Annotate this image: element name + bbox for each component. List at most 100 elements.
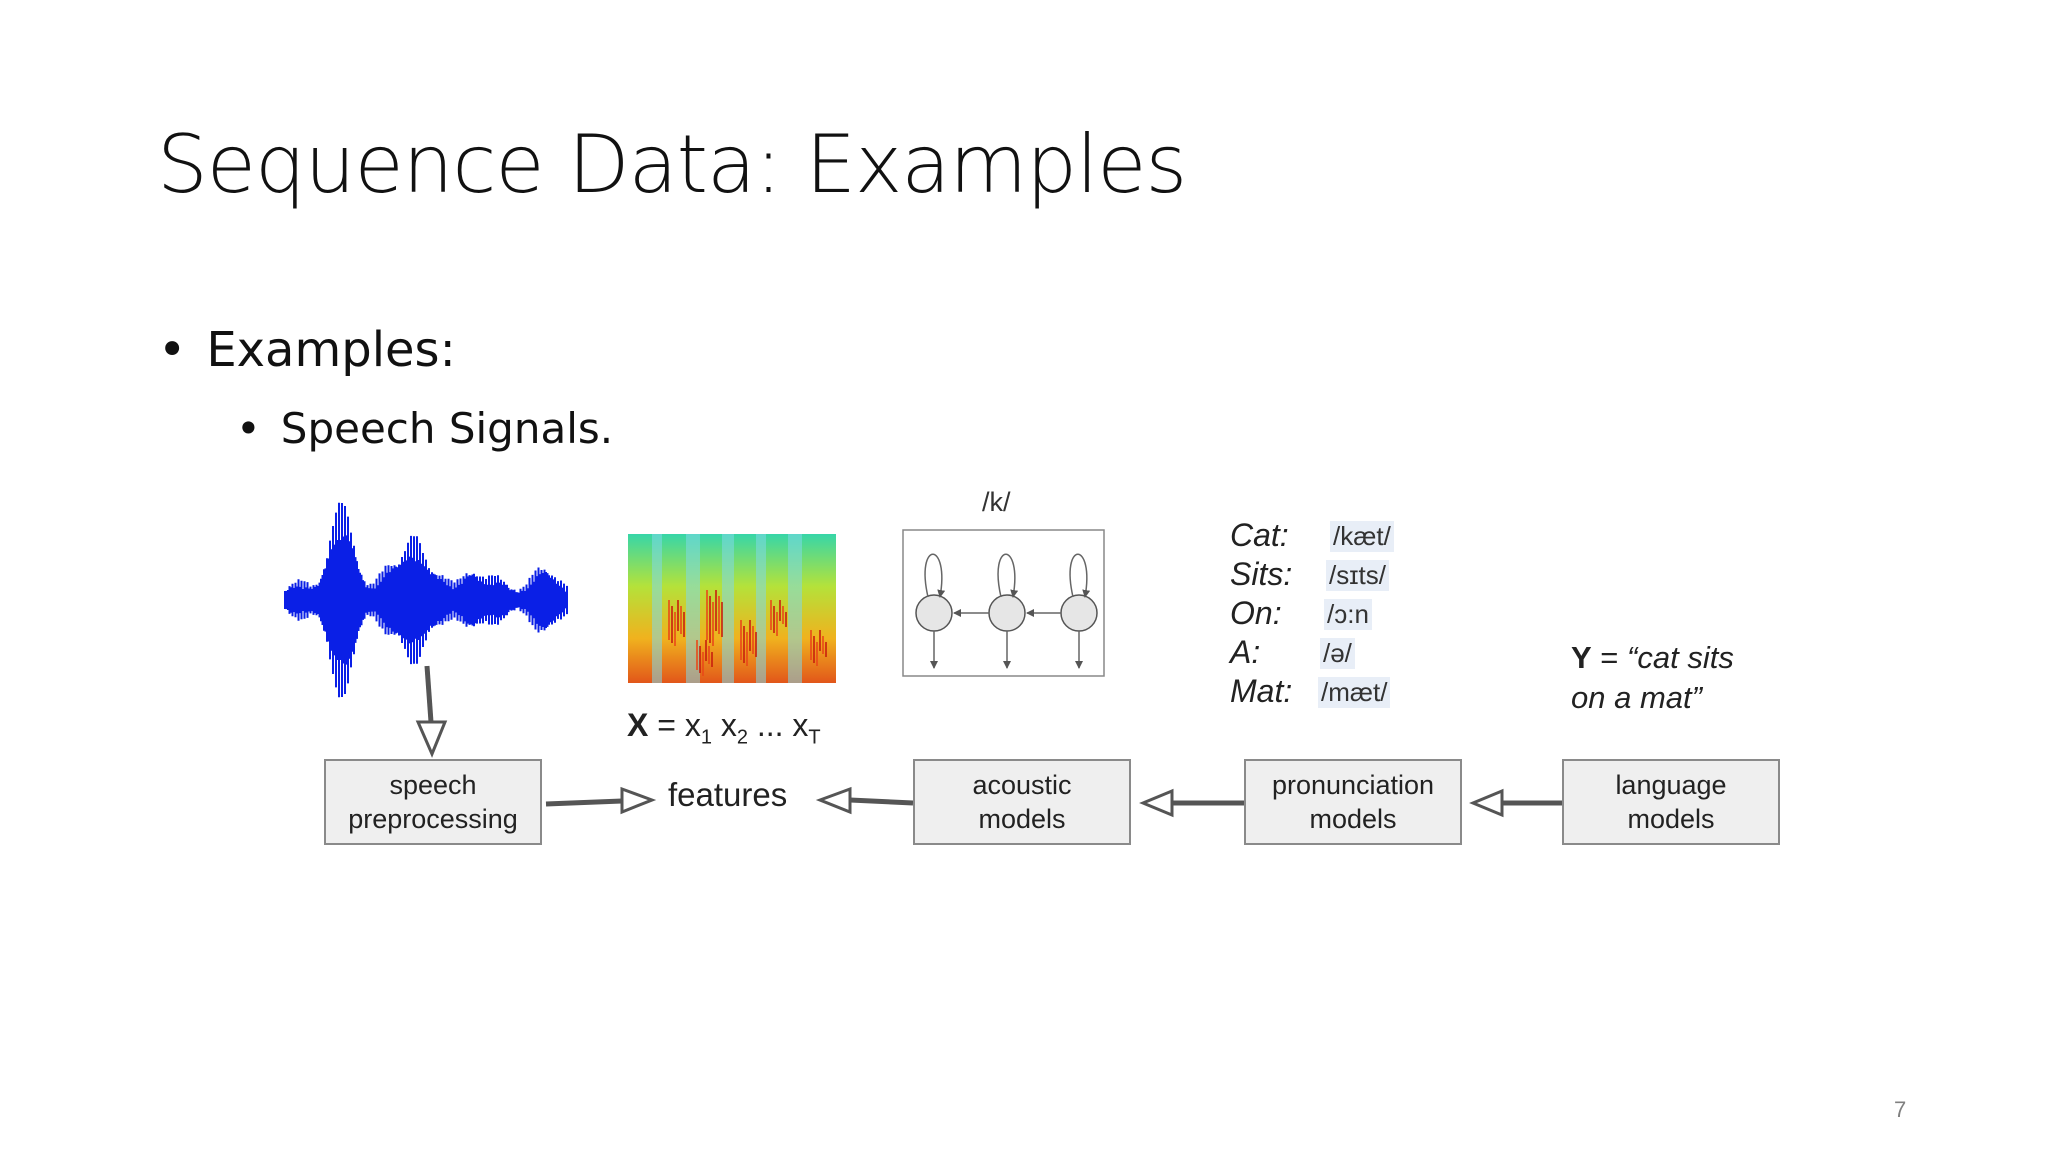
spectrogram-streak bbox=[746, 632, 748, 666]
spectrogram-streak bbox=[718, 596, 720, 634]
acoustic-models-box: acoustic models bbox=[913, 759, 1131, 845]
x-sub-1: 1 bbox=[700, 726, 712, 749]
box-label: models bbox=[1627, 804, 1715, 834]
spectrogram-streak bbox=[740, 620, 742, 660]
x-2: x bbox=[711, 707, 737, 743]
hmm-state bbox=[915, 594, 953, 632]
bullet-examples-text: Examples: bbox=[206, 322, 456, 378]
spectrogram-streak bbox=[819, 630, 821, 651]
spectrogram-streak bbox=[706, 590, 708, 640]
box-label: pronunciation bbox=[1271, 770, 1435, 800]
features-label: features bbox=[668, 776, 788, 813]
lexicon-word: Cat: bbox=[1230, 517, 1289, 553]
lexicon-word: On: bbox=[1230, 595, 1282, 631]
lexicon-word: A: bbox=[1230, 634, 1261, 670]
spectrogram-streak bbox=[715, 590, 717, 631]
bullet-dot: • bbox=[158, 322, 187, 378]
slide-title: Sequence Data: Examples bbox=[157, 118, 1187, 211]
lexicon-row: Cat: /kæt/ bbox=[1230, 517, 1400, 556]
spectrogram-streak bbox=[671, 606, 673, 643]
spectrogram-streak bbox=[708, 646, 710, 664]
spectrogram-streak bbox=[709, 596, 711, 643]
pronunciation-models-box: pronunciation models bbox=[1244, 759, 1462, 845]
hmm-state bbox=[988, 594, 1026, 632]
spectrogram-streak bbox=[770, 600, 772, 630]
spectrogram-streak bbox=[752, 626, 754, 654]
lexicon-row: A: /ə/ bbox=[1230, 634, 1400, 673]
box-label: models bbox=[1309, 804, 1397, 834]
bullet-examples: • Examples: bbox=[158, 322, 456, 378]
speech-preprocessing-box: speech preprocessing bbox=[324, 759, 542, 845]
lexicon-row: Mat: /mæt/ bbox=[1230, 673, 1400, 712]
y-text-line2: on a mat” bbox=[1571, 680, 1702, 715]
box-label: models bbox=[978, 804, 1066, 834]
spectrogram-streak bbox=[825, 642, 827, 657]
y-symbol: Y bbox=[1571, 640, 1592, 675]
lexicon-phonemes: /kæt/ bbox=[1330, 521, 1394, 552]
x-sub-2: 2 bbox=[736, 726, 748, 749]
spectrogram-streak bbox=[816, 642, 818, 666]
lexicon-row: Sits: /sɪts/ bbox=[1230, 556, 1400, 595]
x-sub-t: T bbox=[808, 726, 821, 749]
lexicon: Cat: /kæt/ Sits: /sɪts/ On: /ɔ:n A: /ə/ Mat:… bbox=[1230, 517, 1400, 712]
spectrogram bbox=[628, 534, 836, 683]
x-dots: ... x bbox=[747, 707, 809, 743]
spectrogram-streak bbox=[773, 606, 775, 633]
lexicon-word: Mat: bbox=[1230, 673, 1293, 709]
spectrogram-streak bbox=[668, 600, 670, 640]
arrow-preprocessing-to-features bbox=[545, 798, 623, 807]
spectrogram-streak bbox=[813, 636, 815, 663]
waveform-trace bbox=[284, 502, 568, 698]
box-label: preprocessing bbox=[348, 804, 518, 834]
spectrogram-streak bbox=[785, 612, 787, 627]
spectrogram-band bbox=[756, 534, 766, 683]
spectrogram-streak bbox=[712, 602, 714, 646]
box-label: acoustic bbox=[972, 770, 1072, 800]
lexicon-phonemes: /ɔ:n bbox=[1324, 599, 1372, 630]
x-equals: = x bbox=[657, 707, 701, 743]
hmm-state bbox=[1060, 594, 1098, 632]
lexicon-word: Sits: bbox=[1230, 556, 1293, 592]
arrow-waveform-to-preprocessing bbox=[424, 665, 434, 723]
speech-waveform bbox=[284, 502, 568, 698]
transcript-y: Y = “cat sits on a mat” bbox=[1571, 638, 1811, 718]
lexicon-phonemes: /ə/ bbox=[1320, 638, 1355, 669]
box-label: speech bbox=[389, 770, 477, 800]
spectrogram-band bbox=[652, 534, 662, 683]
lexicon-row: On: /ɔ:n bbox=[1230, 595, 1400, 634]
spectrogram-streak bbox=[749, 620, 751, 651]
spectrogram-streak bbox=[702, 652, 704, 676]
spectrogram-streak bbox=[711, 652, 713, 667]
lexicon-phonemes: /mæt/ bbox=[1318, 677, 1391, 708]
bullet-speech-signals-text: Speech Signals. bbox=[280, 404, 614, 453]
box-label: language bbox=[1615, 770, 1727, 800]
spectrogram-band bbox=[788, 534, 802, 683]
y-text-line1: “cat sits bbox=[1627, 640, 1734, 675]
spectrogram-streak bbox=[705, 640, 707, 661]
spectrogram-streak bbox=[743, 626, 745, 663]
spectrogram-streak bbox=[680, 606, 682, 634]
spectrogram-streak bbox=[810, 630, 812, 660]
bullet-dot: • bbox=[236, 404, 261, 453]
spectrogram-streak bbox=[696, 640, 698, 670]
spectrogram-streak bbox=[822, 636, 824, 654]
language-models-box: language models bbox=[1562, 759, 1780, 845]
spectrogram-band bbox=[722, 534, 734, 683]
spectrogram-streak bbox=[674, 612, 676, 646]
y-equals: = bbox=[1591, 640, 1628, 675]
hmm-state-diagram bbox=[902, 529, 1105, 677]
arrow-acoustic-to-features bbox=[849, 797, 914, 806]
x-sequence-formula: X = x1 x2 ... xT bbox=[627, 707, 821, 749]
spectrogram-streak bbox=[677, 600, 679, 631]
spectrogram-streak bbox=[755, 632, 757, 657]
spectrogram-streak bbox=[776, 612, 778, 636]
bullet-speech-signals: • Speech Signals. bbox=[236, 404, 613, 453]
spectrogram-streak bbox=[721, 602, 723, 637]
spectrogram-streak bbox=[779, 600, 781, 621]
x-symbol: X bbox=[627, 707, 649, 743]
spectrogram-streak bbox=[782, 606, 784, 624]
spectrogram-streak bbox=[683, 612, 685, 637]
phone-label: /k/ bbox=[982, 487, 1011, 517]
lexicon-phonemes: /sɪts/ bbox=[1326, 560, 1389, 591]
